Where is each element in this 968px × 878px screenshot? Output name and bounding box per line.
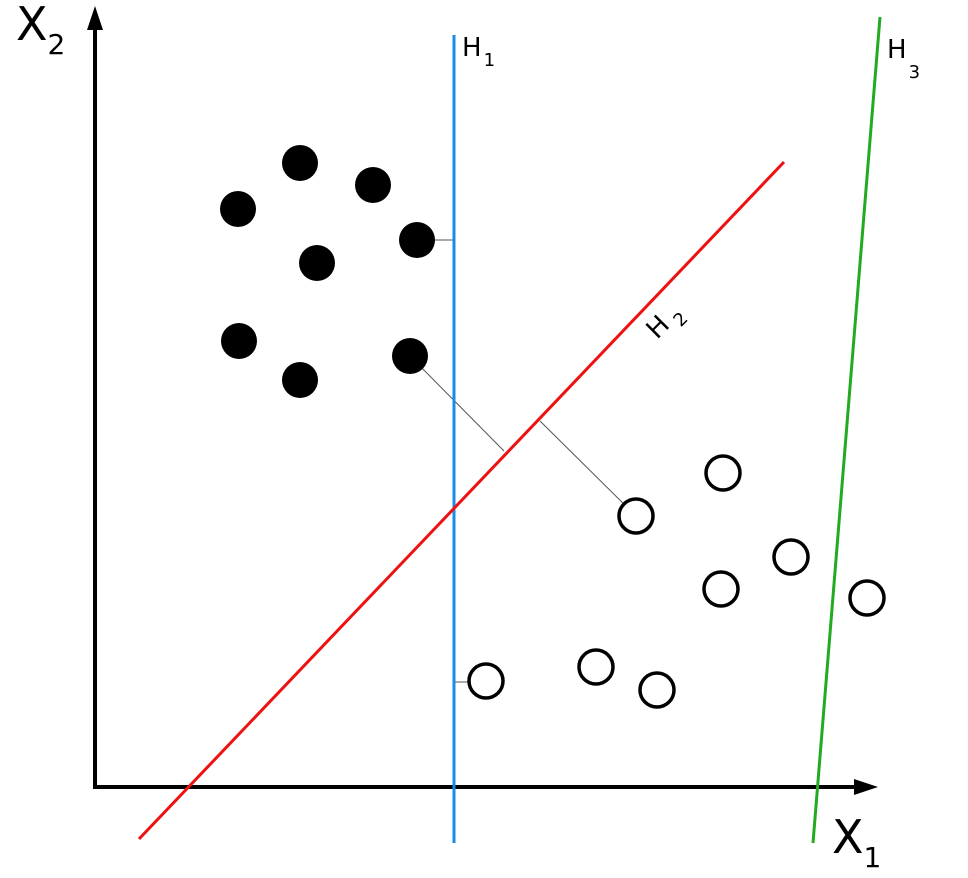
h3-label: H3	[887, 35, 920, 83]
filled-point	[282, 362, 318, 398]
x1-axis-arrowhead	[854, 779, 878, 795]
x2-axis-label: X2	[16, 0, 65, 61]
filled-point	[282, 145, 318, 181]
hollow-point	[467, 662, 505, 700]
hollow-point	[704, 454, 742, 492]
filled-point	[220, 191, 256, 227]
hollow-point	[702, 570, 740, 608]
filled-point	[221, 323, 257, 359]
hyperplane-h3	[811, 16, 882, 844]
filled-point	[355, 167, 391, 203]
filled-point	[399, 222, 435, 258]
filled-point	[392, 338, 428, 374]
hollow-point	[772, 538, 810, 576]
hollow-point	[577, 648, 615, 686]
x1-axis-label: X1	[832, 810, 881, 874]
hollow-point	[617, 497, 655, 535]
class-filled-points	[220, 145, 435, 398]
hollow-point	[638, 671, 676, 709]
margin-line-h2-top	[409, 355, 505, 452]
hollow-point	[848, 579, 886, 617]
hyperplane-h2	[137, 160, 786, 841]
class-hollow-points	[467, 454, 886, 709]
x2-axis-arrowhead	[87, 6, 103, 30]
margin-line-h2-bottom	[539, 420, 637, 517]
filled-point	[299, 245, 335, 281]
